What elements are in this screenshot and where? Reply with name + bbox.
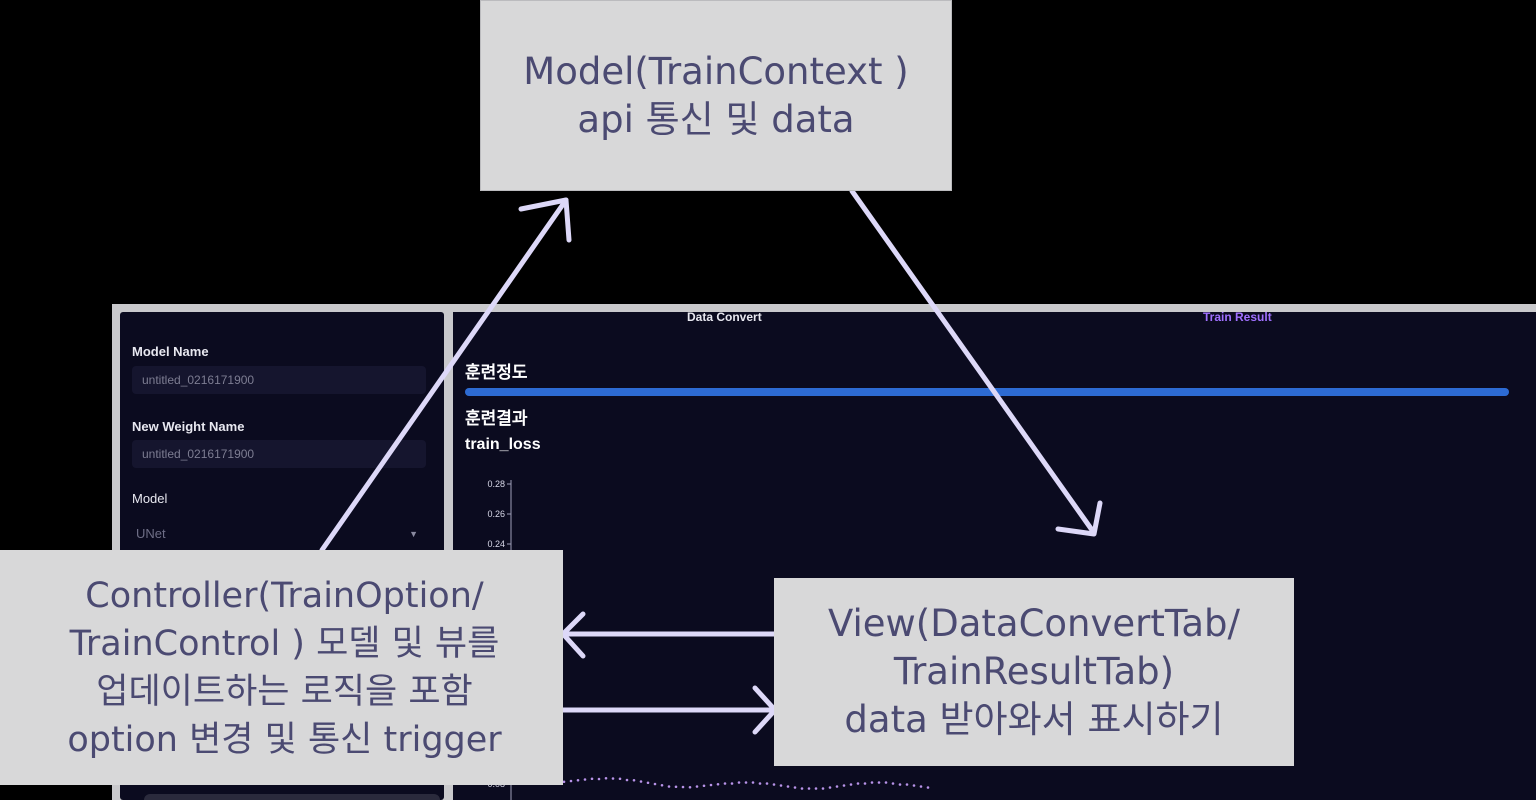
loss-point [611, 777, 615, 780]
view-box-line: data 받아와서 표시하기 [844, 698, 1224, 741]
loss-point [632, 778, 636, 782]
arrow-head-model [518, 197, 572, 243]
loss-point [667, 785, 671, 788]
loss-point [905, 783, 909, 786]
loss-point [737, 781, 741, 784]
loss-point [800, 787, 804, 790]
loss-point [709, 783, 713, 787]
loss-point [807, 787, 811, 790]
training-progress-fill [465, 388, 1509, 396]
chart-title: train_loss [465, 436, 541, 453]
loss-point [758, 782, 762, 785]
view-box-line: TrainResultTab) [893, 650, 1175, 693]
chevron-down-icon: ▼ [409, 529, 418, 539]
loss-point [723, 782, 727, 785]
model-box-line: api 통신 및 data [577, 97, 855, 141]
result-section-title: 훈련결과 [465, 409, 528, 429]
loss-point [681, 785, 685, 789]
weight-name-input[interactable]: untitled_0216171900 [132, 440, 426, 468]
y-tick-label: 0.24 [487, 539, 505, 549]
loss-point [597, 777, 601, 781]
controller-box-line: Controller(TrainOption/ [85, 575, 484, 616]
tab-data-convert[interactable]: Data Convert [687, 310, 762, 324]
training-progress-bar [465, 388, 1509, 396]
tab-train-result[interactable]: Train Result [1203, 310, 1272, 324]
loss-point [716, 782, 720, 786]
loss-point [674, 785, 678, 789]
weight-name-label: New Weight Name [132, 419, 245, 434]
loss-point [688, 785, 692, 789]
controller-box-line: TrainControl ) 모델 및 뷰를 [69, 623, 500, 664]
model-select[interactable]: UNet ▼ [132, 519, 426, 549]
view-box: View(DataConvertTab/ TrainResultTab) dat… [774, 578, 1294, 766]
loss-point [814, 787, 818, 790]
progress-section-title: 훈련정도 [465, 363, 528, 383]
loss-point [653, 782, 657, 786]
loss-point [730, 782, 734, 785]
loss-point [695, 785, 699, 788]
controller-box-line: option 변경 및 통신 trigger [67, 719, 502, 760]
model-name-label: Model Name [132, 344, 209, 359]
loss-point [590, 777, 594, 781]
loss-point [562, 780, 566, 784]
y-tick-label: 0.26 [487, 509, 505, 519]
loss-point [856, 782, 860, 785]
sidebar-bottom-button[interactable] [144, 794, 440, 800]
model-box-line: Model(TrainContext ) [523, 49, 909, 93]
loss-point [786, 785, 790, 788]
loss-point [835, 785, 839, 788]
controller-box: Controller(TrainOption/ TrainControl ) 모… [0, 550, 563, 785]
model-name-input[interactable]: untitled_0216171900 [132, 366, 426, 394]
loss-point [660, 783, 664, 787]
loss-point [779, 784, 783, 787]
loss-point [926, 786, 930, 789]
controller-box-line: 업데이트하는 로직을 포함 [96, 671, 473, 712]
loss-point [646, 781, 650, 785]
loss-point [744, 781, 748, 784]
loss-point [898, 783, 902, 786]
loss-point [604, 776, 608, 780]
loss-point [919, 785, 923, 788]
loss-point [625, 778, 629, 782]
loss-point [842, 784, 846, 787]
loss-point [884, 781, 888, 784]
y-tick-label: 0.28 [487, 479, 505, 489]
loss-point [569, 779, 573, 783]
loss-point [702, 784, 706, 788]
loss-point [576, 778, 580, 782]
view-box-line: View(DataConvertTab/ [828, 602, 1240, 645]
loss-point [849, 783, 853, 786]
loss-point [891, 782, 895, 785]
loss-point [912, 784, 916, 787]
loss-point [877, 781, 881, 784]
model-select-value: UNet [136, 526, 166, 541]
loss-point [765, 782, 769, 785]
loss-point [828, 786, 832, 789]
model-select-label: Model [132, 491, 168, 506]
loss-point [639, 780, 643, 783]
loss-point [751, 781, 755, 784]
loss-point [772, 783, 776, 786]
loss-point [821, 787, 825, 790]
loss-point [863, 782, 867, 785]
loss-point [793, 786, 797, 789]
model-box: Model(TrainContext ) api 통신 및 data [480, 0, 952, 191]
loss-point [618, 777, 622, 781]
loss-point [583, 778, 587, 781]
loss-point [870, 781, 874, 784]
